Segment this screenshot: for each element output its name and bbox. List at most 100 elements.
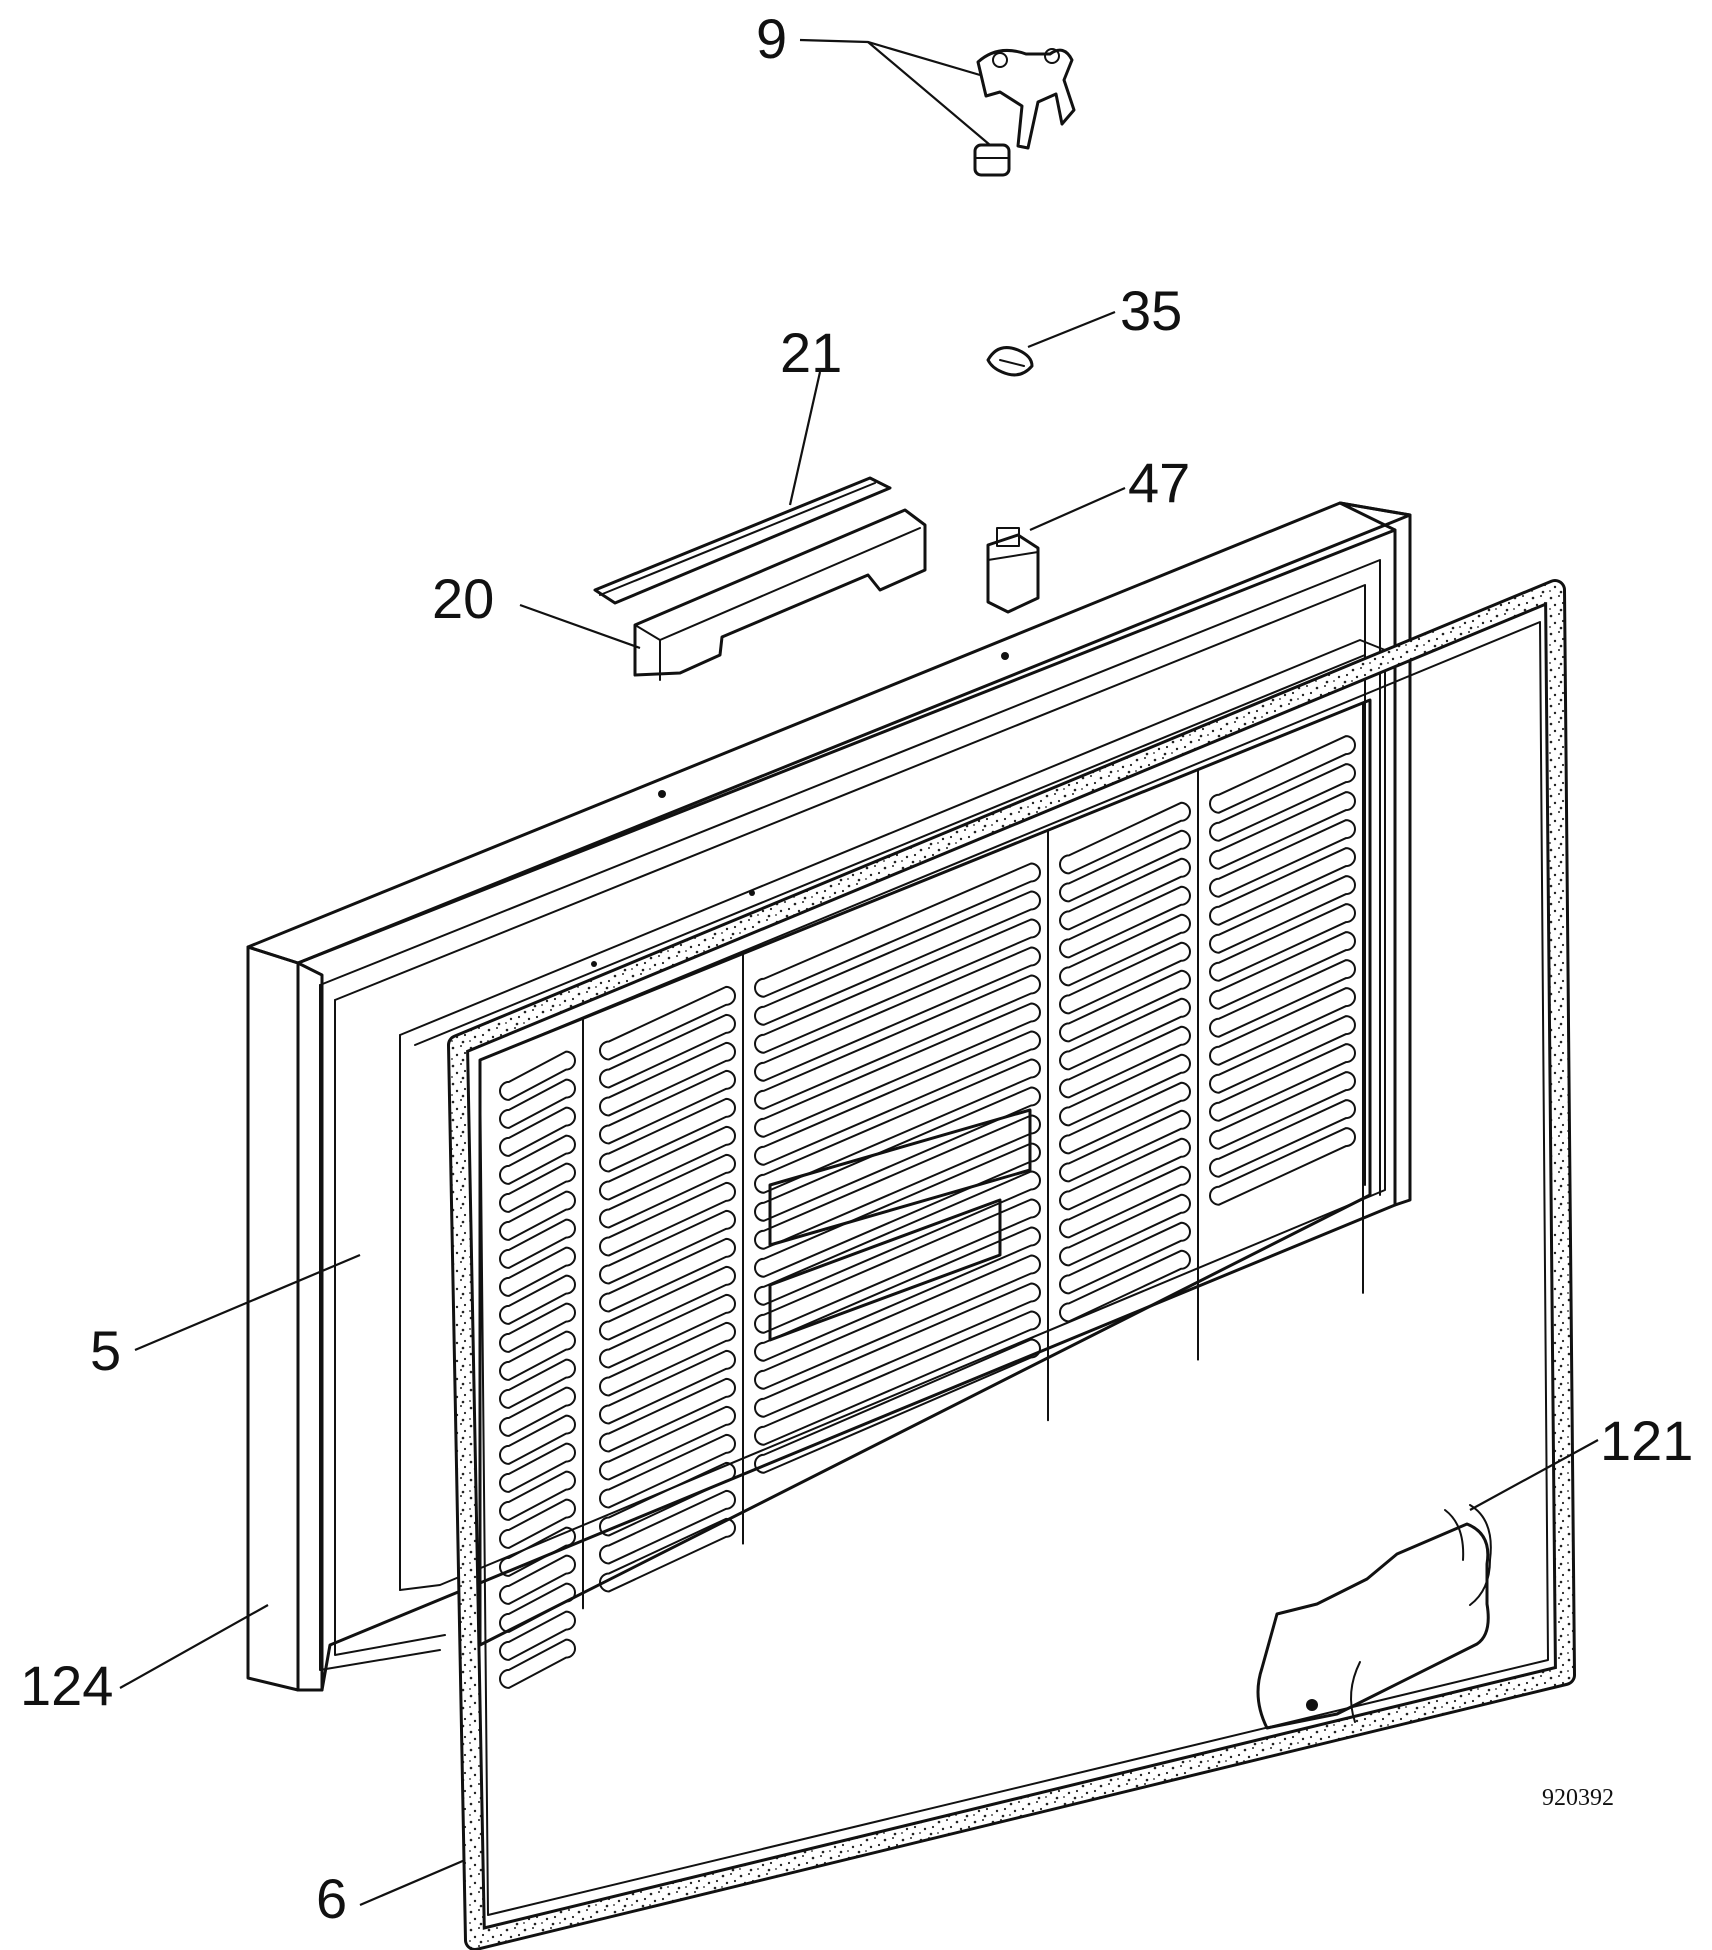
liner-recess <box>768 1108 1032 1247</box>
liner-rib <box>754 1030 1041 1166</box>
liner-rib <box>1059 969 1191 1043</box>
handle-cover-21 <box>593 476 892 605</box>
liner-rib <box>1059 1053 1191 1127</box>
liner-rib <box>499 1106 576 1157</box>
callout-21: 21 <box>780 321 842 384</box>
liner-rib <box>599 1013 736 1089</box>
liner-rib <box>754 1058 1041 1194</box>
liner-rib <box>1059 913 1191 987</box>
liner-rib <box>1059 1109 1191 1183</box>
liner-rib <box>1059 997 1191 1071</box>
liner-rib <box>1059 801 1191 875</box>
liner-rib <box>754 1198 1041 1334</box>
liner-rib <box>1209 931 1356 1010</box>
liner-rib <box>754 1002 1041 1138</box>
liner-rib <box>499 1554 576 1605</box>
liner-rib <box>1209 791 1356 870</box>
handle-grip-121 <box>1256 1504 1492 1730</box>
liner-rib <box>599 1209 736 1285</box>
liner-rib <box>1059 829 1191 903</box>
callout-5: 5 <box>90 1319 121 1382</box>
liner-rib <box>599 1293 736 1369</box>
liner-rib <box>754 1254 1041 1390</box>
liner-rib <box>599 1069 736 1145</box>
liner-rib <box>599 1405 736 1481</box>
liner-rib <box>499 1610 576 1661</box>
liner-rib <box>1209 847 1356 926</box>
side-seal-strip-124 <box>246 945 324 1692</box>
callout-6: 6 <box>316 1867 347 1930</box>
liner-rib <box>599 1181 736 1257</box>
liner-rib <box>499 1190 576 1241</box>
liner-rib <box>754 1086 1041 1222</box>
liner-rib <box>499 1162 576 1213</box>
liner-rib <box>1209 1043 1356 1122</box>
liner-rib <box>599 1041 736 1117</box>
hole-marker <box>658 790 666 798</box>
liner-rib <box>754 918 1041 1054</box>
liner-rib <box>499 1330 576 1381</box>
clip-35 <box>986 346 1034 377</box>
liner-rib <box>754 946 1041 1082</box>
handle-base-20 <box>633 508 927 681</box>
liner-rib <box>1059 857 1191 931</box>
liner-rib <box>499 1386 576 1437</box>
liner-rib <box>1059 885 1191 959</box>
liner-rib <box>499 1638 576 1689</box>
liner-rib <box>754 1226 1041 1362</box>
hole-marker <box>749 890 755 896</box>
figure-number: 920392 <box>1542 1785 1614 1811</box>
liner-rib <box>599 1125 736 1201</box>
liner-rib <box>1059 1249 1191 1323</box>
liner-rib <box>754 890 1041 1026</box>
liner-rib <box>1059 1081 1191 1155</box>
liner-rib <box>1209 959 1356 1038</box>
liner-rib <box>1209 875 1356 954</box>
liner-rib <box>1209 903 1356 982</box>
leader-lines <box>119 38 1599 1907</box>
liner-rib <box>1059 1025 1191 1099</box>
liner-rib <box>599 1349 736 1425</box>
liner-rib <box>599 985 736 1061</box>
liner-rib <box>499 1246 576 1297</box>
liner-rib <box>499 1414 576 1465</box>
liner-rib <box>1209 763 1356 842</box>
door-inner-liner <box>478 698 1372 1689</box>
liner-rib <box>599 1517 736 1593</box>
liner-rib <box>599 1153 736 1229</box>
liner-rib <box>1209 1071 1356 1150</box>
liner-rib <box>499 1274 576 1325</box>
liner-rib <box>1059 1221 1191 1295</box>
liner-rib <box>1209 1127 1356 1206</box>
callout-35: 35 <box>1120 279 1182 342</box>
liner-rib <box>1059 1137 1191 1211</box>
liner-rib <box>1059 1165 1191 1239</box>
liner-rib <box>1209 1099 1356 1178</box>
hole-marker <box>1001 652 1009 660</box>
liner-rib <box>1059 941 1191 1015</box>
liner-rib <box>1209 819 1356 898</box>
callout-9: 9 <box>756 7 787 70</box>
liner-rib <box>1209 987 1356 1066</box>
liner-rib <box>1209 1015 1356 1094</box>
liner-rib <box>754 1282 1041 1418</box>
switch-block-47 <box>986 527 1040 614</box>
liner-rib <box>599 1489 736 1565</box>
callout-20: 20 <box>432 567 494 630</box>
liner-rib <box>599 1237 736 1313</box>
liner-rib <box>499 1526 576 1577</box>
liner-rib <box>599 1377 736 1453</box>
liner-rib <box>599 1433 736 1509</box>
door-gasket-6 <box>447 579 1576 1950</box>
hinge-latch-9 <box>973 48 1076 177</box>
liner-rib <box>499 1078 576 1129</box>
liner-rib <box>599 1321 736 1397</box>
liner-rib <box>754 862 1041 998</box>
liner-rib <box>1209 735 1356 814</box>
hole-marker <box>591 961 597 967</box>
liner-rib <box>1059 1193 1191 1267</box>
liner-rib <box>754 974 1041 1110</box>
liner-rib <box>499 1442 576 1493</box>
callout-124: 124 <box>20 1654 113 1717</box>
